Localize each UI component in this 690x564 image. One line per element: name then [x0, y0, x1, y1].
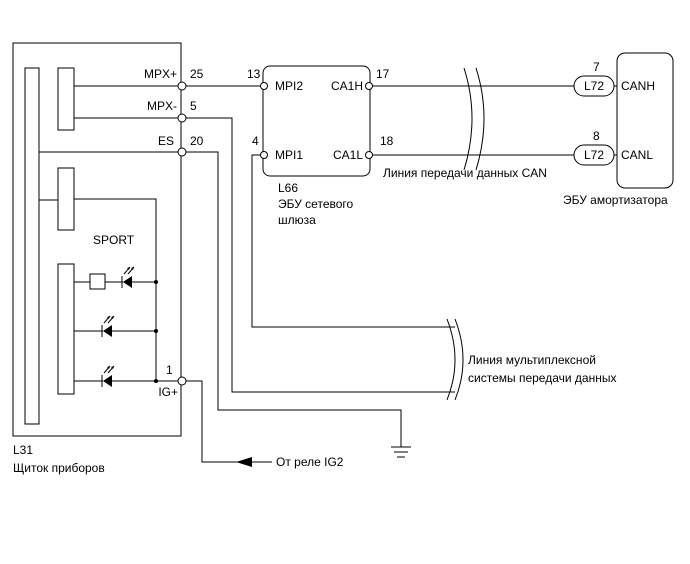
mpx-line-label-2: системы передачи данных: [468, 371, 616, 385]
meter-pin-num-20: 20: [190, 134, 204, 148]
absorber-outline: [616, 52, 674, 189]
indicator-led-2: [74, 315, 158, 337]
external-wiring: [186, 67, 574, 467]
gateway-pin-label-ca1h: CA1H: [331, 79, 363, 93]
gateway-pin-num-17: 17: [376, 67, 390, 81]
led-icon: [103, 325, 112, 337]
led-icon: [103, 375, 112, 387]
gateway-pin-label-mpi1: MPI1: [275, 148, 303, 162]
meter-pin-label-es: ES: [158, 134, 174, 148]
gateway-pin-label-ca1l: CA1L: [333, 148, 363, 162]
can-line-label: Линия передачи данных CAN: [383, 166, 547, 180]
meter-pin-5: [177, 113, 187, 123]
gateway-pin-num-13: 13: [247, 67, 261, 81]
meter-main-bar: [24, 67, 40, 425]
gateway-name-line1: ЭБУ сетевого: [278, 197, 354, 211]
gateway-outline: [262, 65, 371, 177]
meter-sport-module: [57, 167, 75, 231]
gateway-pin-num-4: 4: [252, 134, 259, 148]
sport-label: SPORT: [93, 233, 135, 247]
gateway-ecu: MPI2 MPI1 CA1H CA1L 13 4 17 18 L66 ЭБУ с…: [247, 65, 394, 227]
gateway-pin-18: [365, 151, 373, 159]
sport-indicator: [74, 266, 158, 290]
led-icon: [123, 276, 132, 288]
absorber-pin-label-canh: CANH: [621, 79, 655, 93]
combination-meter: SPORT MPX+ MPX- ES IG+ 25 5 20 1 L31 Щит…: [12, 42, 204, 475]
gateway-pin-4: [260, 151, 268, 159]
meter-pin-num-25: 25: [190, 67, 204, 81]
line-break-mark: [463, 67, 473, 171]
absorber-pin-num-8: 8: [593, 129, 600, 143]
meter-pin-25: [177, 81, 187, 91]
gateway-pin-17: [365, 82, 373, 90]
gateway-code: L66: [278, 181, 298, 195]
indicator-led-3: [74, 365, 158, 387]
connector-label-canl: L72: [584, 148, 604, 162]
meter-pin-num-1: 1: [166, 363, 173, 377]
arrow-left-icon: [236, 457, 252, 467]
meter-pin-label-ig: IG+: [158, 385, 178, 399]
meter-pin-20: [177, 147, 187, 157]
meter-pin-label-mpx-plus: MPX+: [144, 67, 177, 81]
ground-icon: [391, 446, 411, 458]
meter-name: Щиток приборов: [13, 461, 105, 475]
meter-code: L31: [13, 443, 33, 457]
gateway-name-line2: шлюза: [278, 213, 316, 227]
absorber-pin-label-canl: CANL: [621, 148, 653, 162]
meter-mpx-module: [57, 67, 75, 131]
from-relay-label: От реле IG2: [276, 455, 344, 469]
meter-pin-1: [177, 376, 187, 386]
connector-label-canh: L72: [584, 79, 604, 93]
resistor-icon: [89, 273, 106, 290]
absorber-name: ЭБУ амортизатора: [563, 193, 668, 207]
meter-indicator-module: [57, 263, 75, 395]
meter-pin-num-5: 5: [190, 99, 197, 113]
meter-pin-label-mpx-minus: MPX-: [147, 99, 177, 113]
meter-outline: [12, 42, 182, 437]
gateway-pin-13: [260, 82, 268, 90]
absorber-pin-num-7: 7: [593, 60, 600, 74]
absorber-ecu: L72 L72 7 8 CANH CANL ЭБУ амортизатора: [563, 52, 674, 207]
line-break-mark: [454, 318, 464, 401]
line-break-mark: [446, 318, 456, 401]
mpx-line-label-1: Линия мультиплексной: [468, 353, 596, 367]
gateway-pin-num-18: 18: [380, 134, 394, 148]
gateway-pin-label-mpi2: MPI2: [275, 79, 303, 93]
line-break-mark: [475, 67, 485, 171]
